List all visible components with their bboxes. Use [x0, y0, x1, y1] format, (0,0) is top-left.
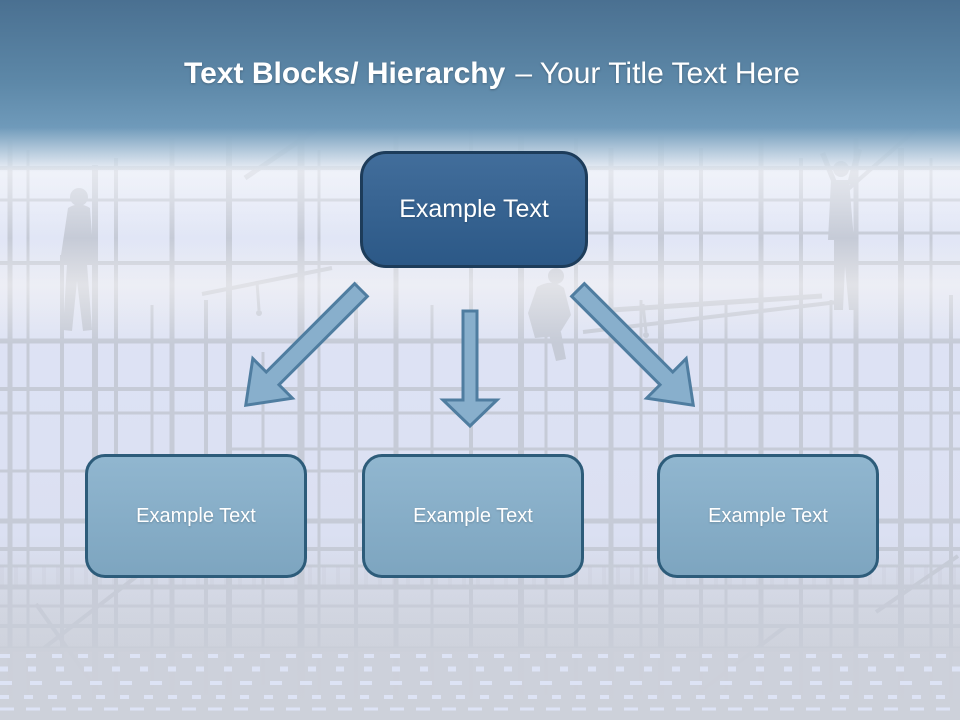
child-text-block-1-label: Example Text — [136, 504, 256, 527]
child-text-block-2-label: Example Text — [413, 504, 533, 527]
child-text-block-3[interactable]: Example Text — [657, 454, 879, 578]
slide-title-regular: – Your Title Text Here — [515, 57, 800, 90]
slide-title: Text Blocks/ Hierarchy – Your Title Text … — [12, 55, 960, 93]
child-text-block-3-label: Example Text — [708, 504, 828, 527]
child-text-block-2[interactable]: Example Text — [362, 454, 584, 578]
child-text-block-1[interactable]: Example Text — [85, 454, 307, 578]
slide-title-bold: Text Blocks/ Hierarchy — [184, 57, 506, 90]
root-text-block[interactable]: Example Text — [360, 151, 588, 268]
root-text-block-label: Example Text — [399, 195, 549, 223]
title-band: Text Blocks/ Hierarchy – Your Title Text … — [0, 0, 960, 172]
